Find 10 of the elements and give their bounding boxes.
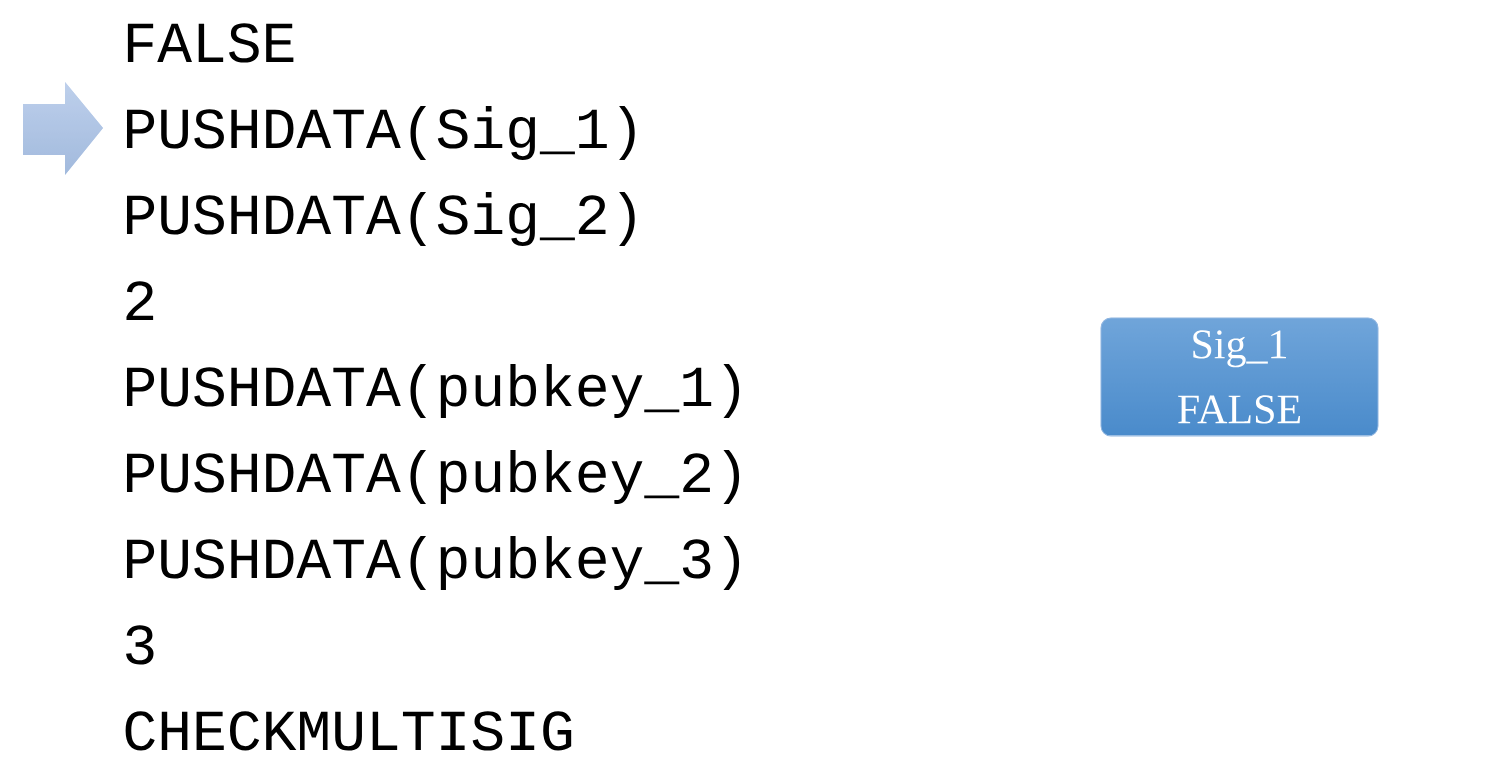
code-line: PUSHDATA(pubkey_2) <box>127 449 740 505</box>
stack-box: Sig_1 FALSE <box>1100 317 1379 437</box>
code-line: FALSE <box>127 23 294 63</box>
code-line: 2 <box>126 281 154 320</box>
code-line: PUSHDATA(pubkey_3) <box>127 535 740 591</box>
code-line: PUSHDATA(pubkey_1) <box>127 363 740 419</box>
code-line: PUSHDATA(Sig_2) <box>127 191 635 247</box>
code-line: CHECKMULTISIG <box>125 711 572 751</box>
code-line: PUSHDATA(Sig_1) <box>127 105 635 161</box>
code-line: 3 <box>126 625 154 665</box>
